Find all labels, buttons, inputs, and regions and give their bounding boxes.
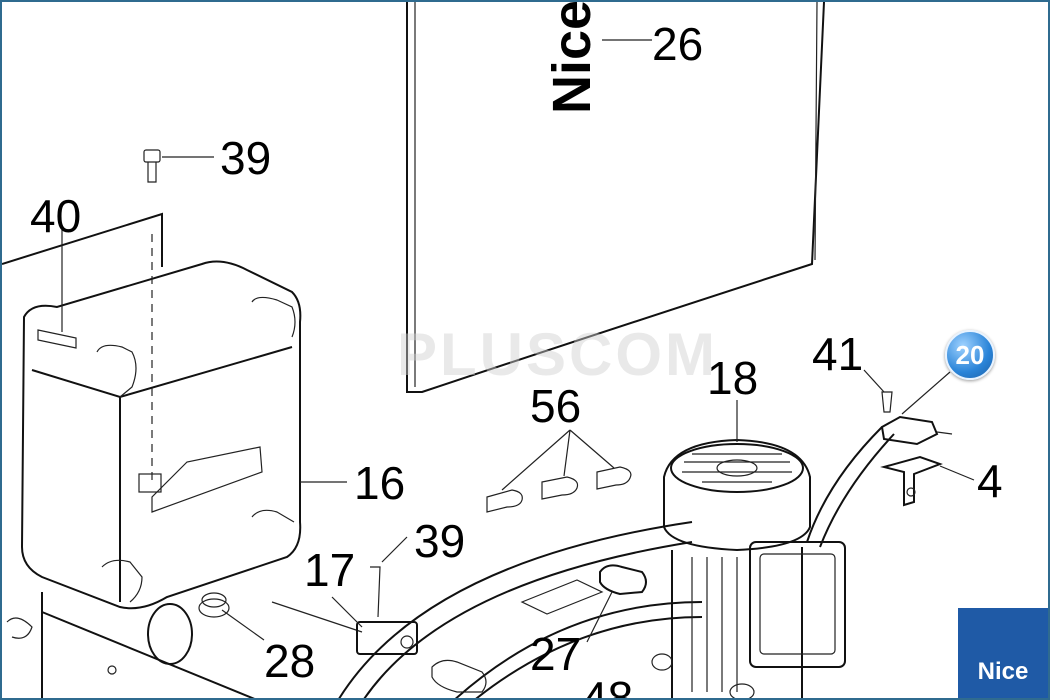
callout-badge-20[interactable]: 20 — [945, 330, 995, 380]
control-box — [20, 234, 302, 618]
brand-logo-text: Nice — [977, 658, 1029, 685]
terminals-56 — [486, 429, 632, 513]
label-48: 48 — [582, 672, 633, 700]
label-39-top: 39 — [220, 132, 271, 184]
label-41: 41 — [812, 328, 863, 380]
label-40: 40 — [30, 190, 81, 242]
label-56: 56 — [530, 380, 581, 432]
bracket-4 — [880, 455, 975, 507]
label-16: 16 — [354, 457, 405, 509]
fitting-27 — [431, 564, 647, 693]
label-4: 4 — [977, 455, 1003, 507]
microswitch-20 — [880, 371, 953, 446]
motor-18 — [651, 400, 846, 698]
back-plate — [2, 212, 255, 698]
screw-41 — [863, 369, 893, 413]
connector-17 — [271, 536, 418, 655]
label-28: 28 — [264, 635, 315, 687]
cover-panel: Nice — [406, 2, 825, 393]
label-17: 17 — [304, 544, 355, 596]
brand-logo: Nice — [958, 608, 1048, 698]
label-26: 26 — [652, 18, 703, 70]
label-18: 18 — [707, 352, 758, 404]
screw-39-top — [143, 149, 214, 183]
cover-brand-text: Nice — [542, 2, 602, 114]
label-39-bottom: 39 — [414, 515, 465, 567]
watermark-text: PLUSCOM — [397, 321, 718, 388]
screw-40 — [37, 230, 77, 349]
label-27: 27 — [530, 628, 581, 680]
